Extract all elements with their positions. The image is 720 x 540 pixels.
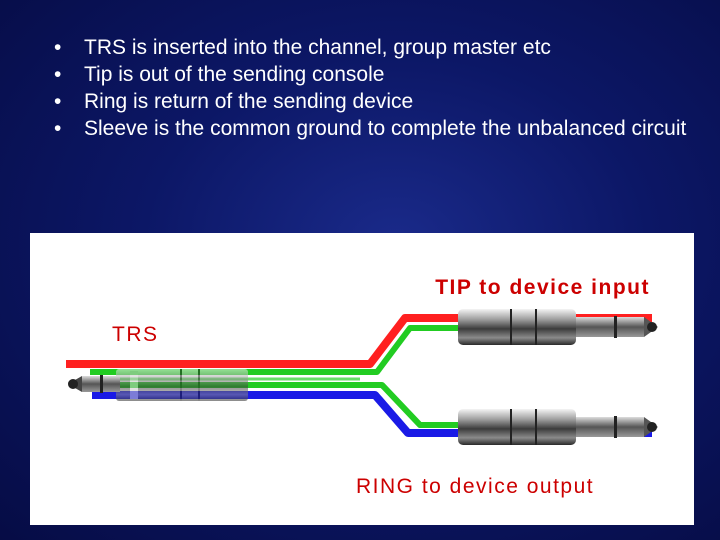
bullet-dot: • xyxy=(54,117,62,140)
tip-plug xyxy=(458,309,658,345)
bullet-text: TRS is inserted into the channel, group … xyxy=(84,36,551,59)
bullet-item: • Tip is out of the sending console xyxy=(54,61,694,88)
trs-label: TRS xyxy=(112,323,159,346)
bullet-dot: • xyxy=(54,90,62,113)
bullet-dot: • xyxy=(54,63,62,86)
diagram-panel: TIP to device input TRS RING to device o… xyxy=(30,233,694,525)
bullet-item: • Sleeve is the common ground to complete… xyxy=(54,115,694,142)
bullet-text: Tip is out of the sending console xyxy=(84,63,385,86)
bullet-text: Ring is return of the sending device xyxy=(84,90,414,113)
bullet-text: Sleeve is the common ground to complete … xyxy=(84,117,687,140)
bullet-item: • TRS is inserted into the channel, group… xyxy=(54,34,694,61)
tip-label: TIP to device input xyxy=(435,276,650,299)
trs-plug xyxy=(116,369,248,401)
trs-insert-cable-diagram xyxy=(66,309,658,445)
bullet-dot: • xyxy=(54,36,62,59)
trs-plug-tip xyxy=(68,375,120,393)
ring-plug xyxy=(458,409,658,445)
bullet-list: • TRS is inserted into the channel, group… xyxy=(54,34,694,142)
bullet-item: • Ring is return of the sending device xyxy=(54,88,694,115)
ring-label: RING to device output xyxy=(356,475,595,498)
